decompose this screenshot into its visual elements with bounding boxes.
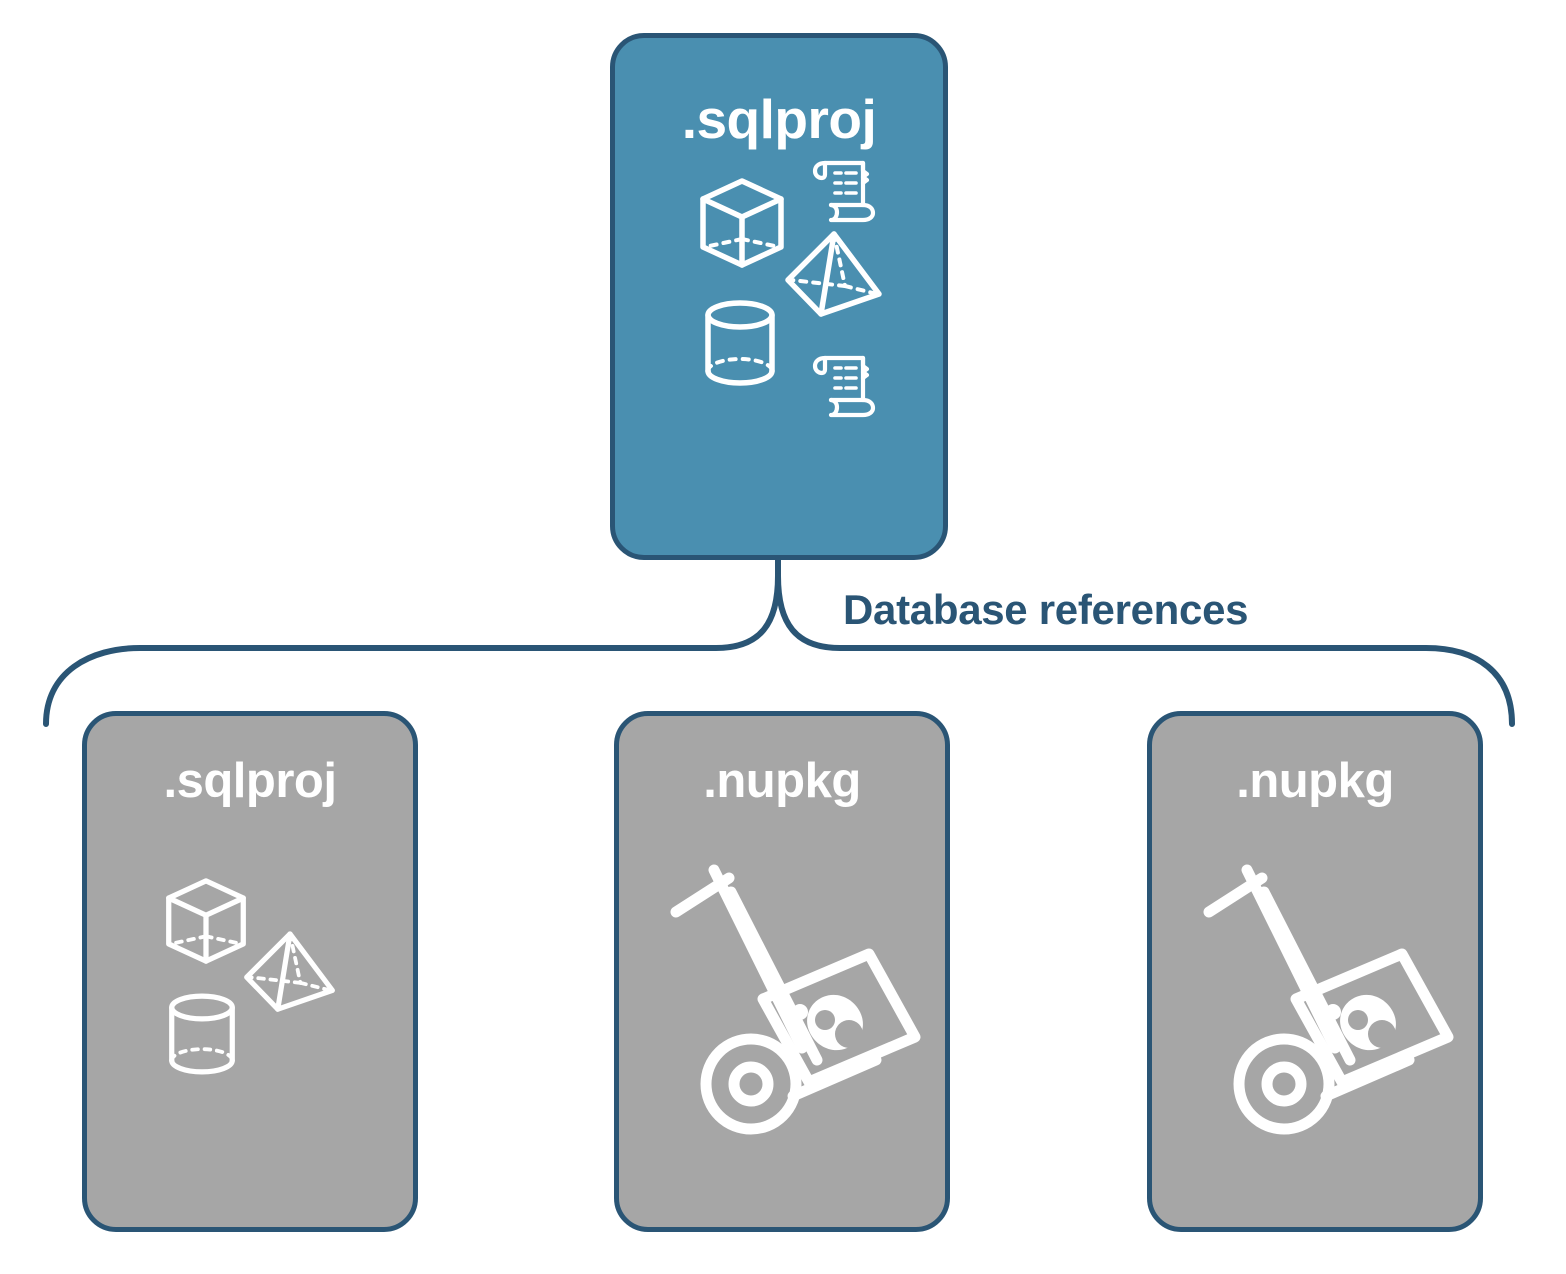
root-node-label: .sqlproj (681, 88, 877, 150)
child-node-nupkg-2[interactable]: .nupkg (1147, 711, 1483, 1232)
cube-icon (700, 178, 784, 268)
child-node-sqlproj[interactable]: .sqlproj (82, 711, 418, 1232)
child-node-3-label: .nupkg (1236, 754, 1394, 808)
cylinder-icon (169, 993, 235, 1075)
root-node-sqlproj[interactable]: .sqlproj (610, 33, 948, 560)
child-node-2-label: .nupkg (703, 754, 861, 808)
pyramid-icon (244, 931, 335, 1012)
child-node-1-icon-group (87, 806, 413, 1227)
scroll-icon (812, 160, 876, 223)
scroll-icon (812, 355, 876, 418)
hand-truck-package-icon (1203, 864, 1454, 1135)
child-node-1-label: .sqlproj (163, 754, 337, 808)
child-node-2-icon-group (619, 806, 945, 1227)
root-node-icon-group (615, 147, 943, 555)
child-node-nupkg-1[interactable]: .nupkg (614, 711, 950, 1232)
brace-label: Database references (843, 586, 1249, 633)
cylinder-icon (705, 300, 775, 386)
pyramid-icon (785, 231, 882, 317)
child-node-3-icon-group (1152, 806, 1478, 1227)
cube-icon (166, 878, 246, 964)
hand-truck-package-icon (670, 864, 921, 1135)
